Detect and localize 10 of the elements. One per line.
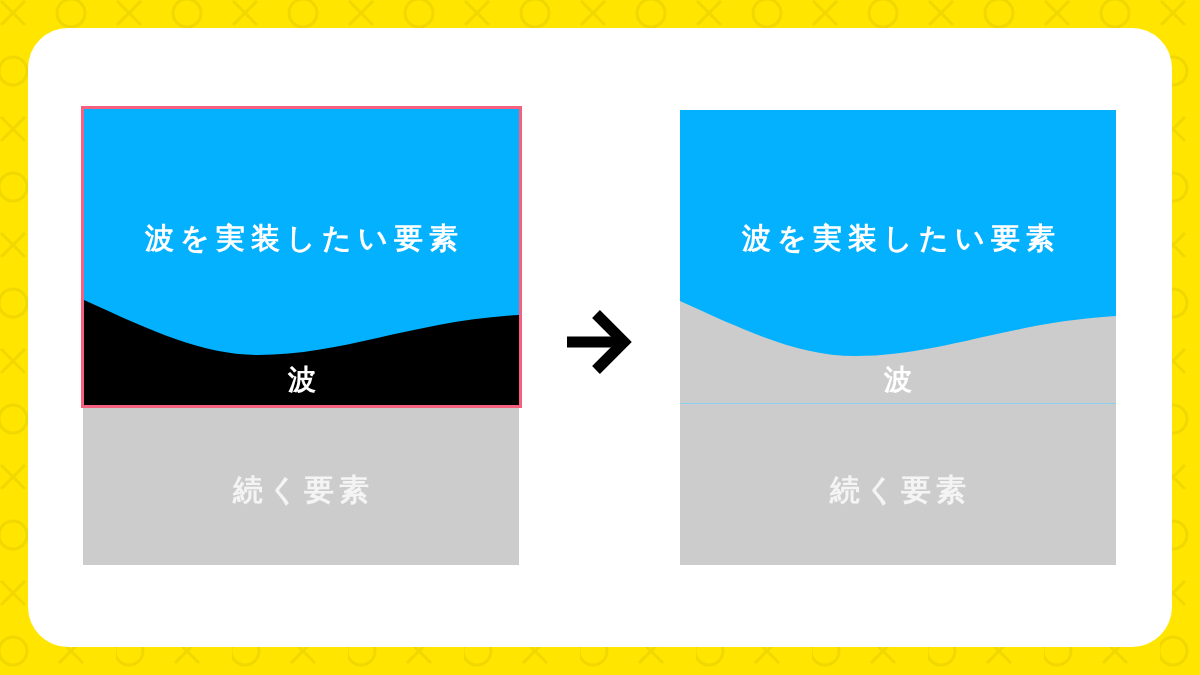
wave-shape bbox=[84, 300, 519, 405]
target-element-box bbox=[81, 106, 522, 408]
wave-label: 波 bbox=[287, 363, 316, 397]
element-title: 波を実装したい要素 bbox=[144, 220, 464, 256]
arrow bbox=[567, 308, 630, 376]
following-element-box bbox=[83, 408, 519, 565]
following-element-box bbox=[680, 404, 1116, 565]
target-element-box bbox=[680, 110, 1116, 404]
element-title: 波を実装したい要素 bbox=[740, 220, 1061, 256]
wave-shape bbox=[680, 301, 1116, 403]
